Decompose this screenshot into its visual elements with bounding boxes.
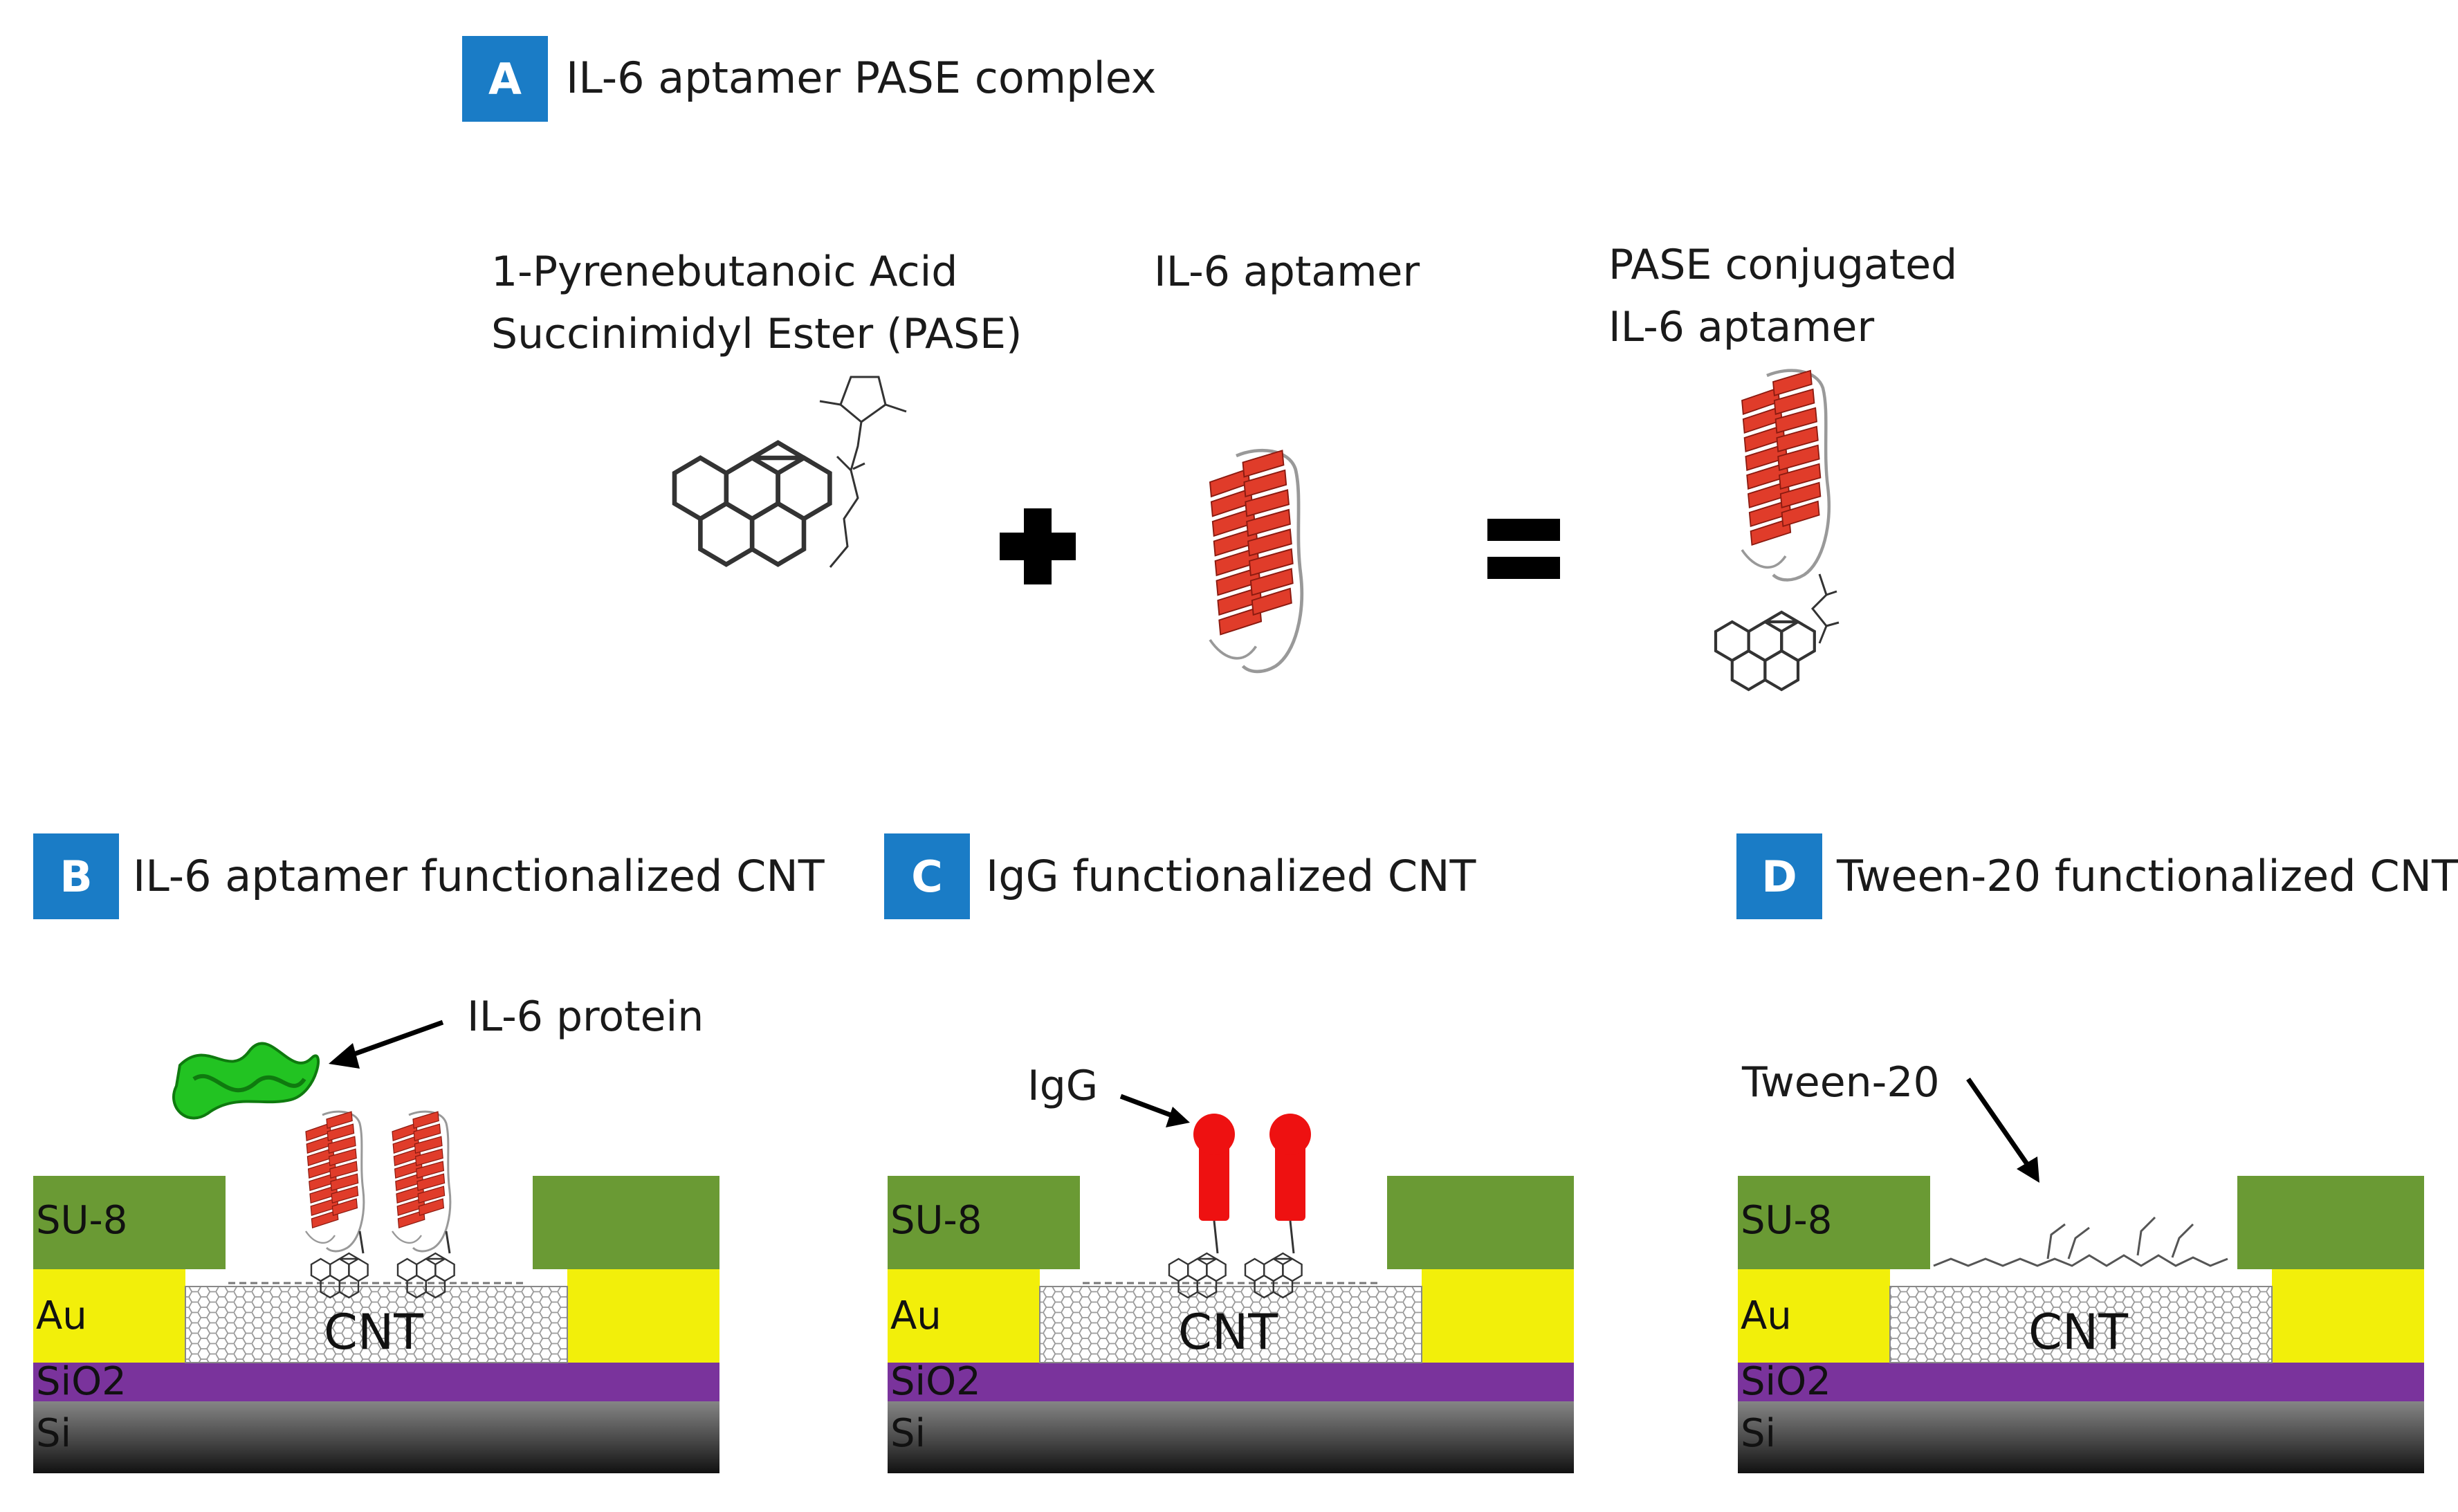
plus-bar-v	[1024, 508, 1052, 584]
tween20-arrow	[1966, 1078, 2039, 1183]
igg-molecules	[1168, 1114, 1311, 1299]
equals-bar-bottom	[1487, 557, 1560, 579]
au-label-b: Au	[36, 1293, 87, 1338]
equals-bar-top	[1487, 519, 1560, 541]
si-label-d: Si	[1741, 1411, 1777, 1456]
pase-caption-line1: 1-Pyrenebutanoic Acid	[491, 248, 958, 296]
igg-label: IgG	[1027, 1062, 1099, 1110]
cnt-label-d: CNT	[2028, 1304, 2128, 1361]
tween20-label: Tween-20	[1742, 1058, 1940, 1107]
panel-a-label: A	[462, 36, 548, 122]
cnt-label-b: CNT	[324, 1304, 423, 1361]
device-d	[1738, 1176, 2424, 1473]
panel-d-label: D	[1736, 833, 1822, 919]
panel-c-title: IgG functionalized CNT	[986, 851, 1476, 901]
il6-aptamers-on-cnt	[304, 1110, 455, 1299]
panel-d-title: Tween-20 functionalized CNT	[1837, 851, 2458, 901]
au-label-c: Au	[890, 1293, 942, 1338]
su8-label-b: SU-8	[36, 1198, 128, 1243]
conjugate-caption-line1: PASE conjugated	[1608, 241, 1958, 289]
pase-caption-line2: Succinimidyl Ester (PASE)	[491, 310, 1022, 358]
su8-label-c: SU-8	[890, 1198, 982, 1243]
si-label-c: Si	[890, 1411, 926, 1456]
il6-protein-arrow	[329, 1020, 444, 1069]
au-label-d: Au	[1741, 1293, 1792, 1338]
cnt-label-c: CNT	[1178, 1304, 1278, 1361]
sio2-label-b: SiO2	[36, 1359, 127, 1404]
panel-b-label: B	[33, 833, 119, 919]
il6-aptamer-illustration	[1210, 450, 1302, 672]
si-label-b: Si	[36, 1411, 72, 1456]
device-c	[888, 1176, 1574, 1473]
conjugate-illustration	[1716, 371, 1840, 690]
il6-protein-label: IL-6 protein	[467, 993, 704, 1041]
conjugate-caption-line2: IL-6 aptamer	[1608, 303, 1875, 351]
panel-a-title: IL-6 aptamer PASE complex	[566, 53, 1157, 103]
igg-arrow	[1119, 1094, 1190, 1127]
il6-protein-illustration	[172, 1042, 320, 1120]
device-b	[33, 1176, 719, 1473]
panel-b-title: IL-6 aptamer functionalized CNT	[133, 851, 825, 901]
pase-molecule	[675, 376, 907, 568]
sio2-label-d: SiO2	[1741, 1359, 1831, 1404]
tween20-molecules	[1933, 1216, 2228, 1267]
aptamer-caption: IL-6 aptamer	[1154, 248, 1420, 296]
sio2-label-c: SiO2	[890, 1359, 981, 1404]
panel-c-label: C	[884, 833, 970, 919]
su8-label-d: SU-8	[1741, 1198, 1833, 1243]
